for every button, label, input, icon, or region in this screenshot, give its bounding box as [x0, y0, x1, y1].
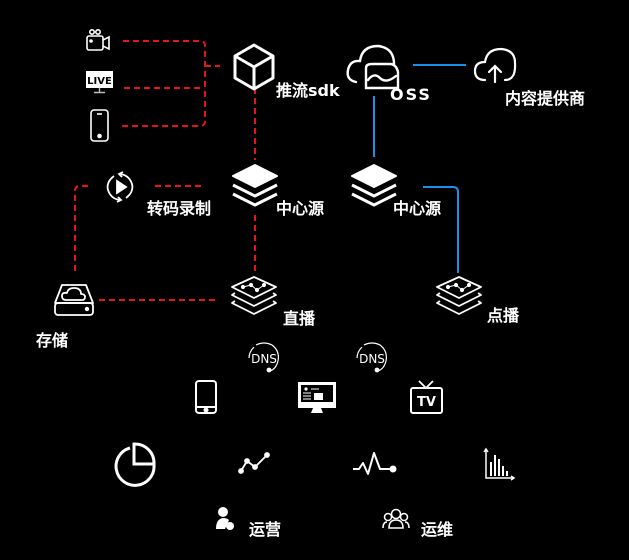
- pie-chart-icon: [114, 442, 156, 487]
- layers-chart-icon: [436, 276, 482, 315]
- live-connectors: [74, 40, 256, 301]
- stack-layers-icon: [351, 164, 397, 207]
- vod-connectors: [373, 64, 466, 273]
- dns-text: DNS: [359, 352, 385, 366]
- storage-label: 存储: [36, 331, 69, 350]
- push-sdk-label: 推流sdk: [276, 81, 340, 100]
- origin-vod-label: 中心源: [393, 199, 442, 218]
- cloud-storage-icon: [346, 44, 400, 90]
- dns-icon: DNS: [356, 342, 387, 373]
- cloud-drive-icon: [54, 284, 94, 316]
- live-badge-text: LIVE: [87, 76, 112, 87]
- dns-icon: DNS: [248, 342, 279, 373]
- connector-origin-vod: [423, 186, 459, 273]
- live-label: 直播: [283, 309, 316, 328]
- smartphone-icon: [195, 380, 217, 414]
- line-chart-icon: [238, 452, 270, 474]
- desktop-monitor-icon: [298, 382, 336, 413]
- transcode-label: 转码录制: [147, 199, 212, 218]
- cube-icon: [233, 43, 275, 91]
- smartphone-icon: [90, 109, 109, 142]
- tv-icon: TV: [410, 380, 443, 414]
- stack-layers-icon: [232, 164, 278, 207]
- vod-label: 点播: [487, 306, 520, 325]
- layers-chart-icon: [231, 276, 277, 315]
- video-camera-icon: [86, 28, 110, 51]
- tv-text: TV: [417, 395, 436, 410]
- origin-live-label: 中心源: [276, 199, 325, 218]
- team-operations-label: 运营: [249, 520, 282, 539]
- group-icon: [382, 508, 410, 529]
- connector-camera-sdk: [122, 40, 206, 127]
- connector-transcode-storage: [74, 185, 88, 275]
- refresh-play-icon: [106, 171, 134, 203]
- oss-label: OSS: [390, 85, 432, 104]
- cloud-upload-icon: [473, 47, 517, 84]
- bar-chart-icon: [483, 447, 516, 481]
- dns-text: DNS: [251, 352, 277, 366]
- pulse-icon: [353, 452, 397, 475]
- content-provider-label: 内容提供商: [505, 89, 586, 108]
- live-tv-icon: LIVE: [86, 71, 113, 94]
- team-devops-label: 运维: [421, 520, 454, 539]
- user-icon: [216, 507, 234, 530]
